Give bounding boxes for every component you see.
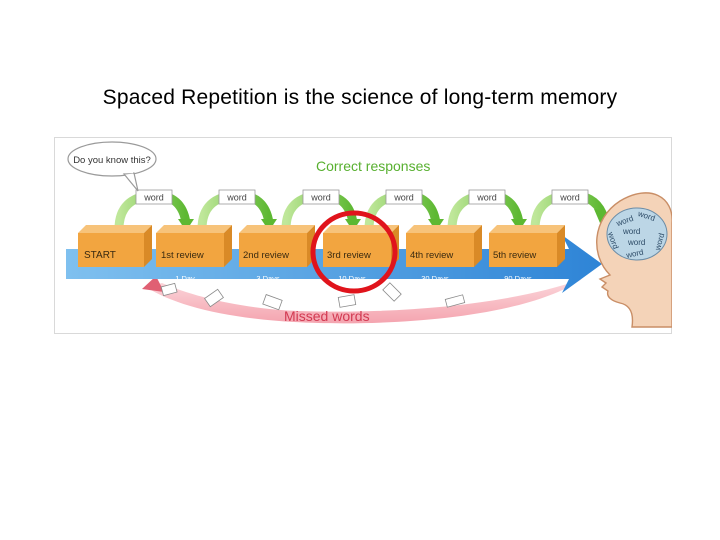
box-5th-review: 5th review	[489, 225, 565, 267]
svg-text:word: word	[622, 227, 640, 236]
interval-label: 30 Days	[421, 274, 449, 283]
interval-label: 90 Days	[504, 274, 532, 283]
word-tag-label: word	[143, 193, 164, 203]
box-label: 1st review	[161, 250, 204, 261]
word-tag: word	[551, 189, 589, 205]
box-label: 2nd review	[243, 250, 289, 261]
spaced-repetition-diagram: word word word word word word START 1st …	[54, 137, 672, 337]
svg-text:word: word	[624, 248, 644, 261]
interval-label: 1 Day	[175, 274, 195, 283]
box-label: 3rd review	[327, 250, 371, 261]
speech-bubble-text: Do you know this?	[73, 155, 151, 166]
word-tag-label: word	[393, 193, 414, 203]
missed-words-label: Missed words	[284, 308, 370, 324]
highlight-circle	[310, 210, 398, 294]
word-tag: word	[135, 189, 173, 205]
box-2nd-review: 2nd review	[239, 225, 315, 267]
svg-text:word: word	[627, 238, 645, 247]
word-tag-label: word	[226, 193, 247, 203]
missed-words-band	[146, 279, 582, 324]
word-tag-label: word	[310, 193, 331, 203]
box-start: START	[78, 225, 152, 267]
word-tag-label: word	[476, 193, 497, 203]
box-label: 5th review	[493, 250, 536, 261]
slide-title: Spaced Repetition is the science of long…	[102, 86, 618, 109]
head-illustration	[596, 192, 672, 328]
box-label: 4th review	[410, 250, 453, 261]
word-tag: word	[302, 189, 340, 205]
missed-words-arrowhead	[142, 276, 164, 292]
word-tag: word	[218, 189, 256, 205]
speech-bubble: Do you know this?	[67, 141, 157, 192]
word-tag-label: word	[559, 193, 580, 203]
box-label: START	[84, 250, 116, 261]
box-4th-review: 4th review	[406, 225, 482, 267]
interval-label: 3 Days	[256, 274, 280, 283]
falling-cards	[160, 282, 466, 311]
word-tag: word	[385, 189, 423, 205]
interval-label: 10 Days	[338, 274, 366, 283]
word-tag: word	[468, 189, 506, 205]
box-1st-review: 1st review	[156, 225, 232, 267]
correct-responses-label: Correct responses	[316, 158, 430, 174]
